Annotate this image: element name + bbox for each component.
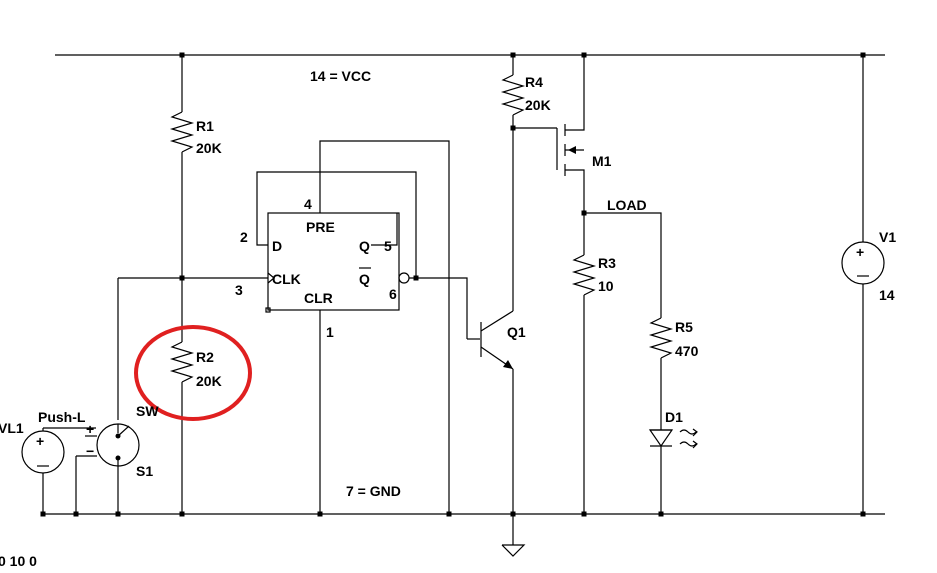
resistor-r5[interactable]: R5 470 [648, 317, 699, 430]
ff-pin-d: 2 [240, 229, 248, 245]
ff-pin-clk: 3 [235, 282, 243, 298]
s1-label: Push-L [38, 409, 86, 425]
r5-value: 470 [675, 343, 699, 359]
r3-value: 10 [598, 278, 614, 294]
pre-wire [319, 140, 450, 514]
r4-value: 20K [525, 97, 551, 113]
r1-ref: R1 [196, 118, 214, 134]
svg-text:+: + [86, 421, 94, 437]
ff-pre-label: PRE [306, 219, 335, 235]
transistor-q1[interactable]: Q1 [467, 55, 526, 557]
load-wire [584, 212, 662, 318]
ff-pin-clr: 1 [326, 324, 334, 340]
junction-dots [40, 52, 866, 517]
d1-ref: D1 [665, 409, 683, 425]
source-vl1[interactable]: + VL1 [0, 420, 96, 514]
switch-s1[interactable]: + − Push-L SW S1 [38, 403, 159, 514]
ff-pin-q: 5 [384, 238, 392, 254]
source-v1[interactable]: + V1 14 [841, 55, 896, 514]
resistor-r3[interactable]: R3 10 [571, 213, 616, 514]
svg-text:+: + [36, 433, 44, 449]
resistor-r4[interactable]: R4 20K [500, 74, 551, 128]
r5-ref: R5 [675, 319, 693, 335]
ff-q-label: Q [359, 238, 370, 254]
d-flipflop[interactable]: PRE CLR D CLK Q Q 4 2 3 1 5 6 [235, 196, 410, 340]
ff-clk-label: CLK [272, 271, 301, 287]
svg-text:+: + [856, 244, 864, 260]
load-label: LOAD [607, 197, 647, 213]
vl1-ref: VL1 [0, 420, 24, 436]
ff-pin-pre: 4 [304, 196, 312, 212]
m1-ref: M1 [592, 153, 612, 169]
resistor-r1[interactable]: R1 20K [169, 55, 222, 278]
mosfet-m1[interactable]: M1 [513, 55, 612, 213]
corner-text: 0 10 0 [0, 553, 37, 569]
s1-type: SW [136, 403, 159, 419]
qbar-wire [409, 277, 468, 339]
resistor-r2[interactable]: R2 20K [169, 278, 222, 514]
led-d1[interactable]: D1 [648, 409, 698, 514]
r2-ref: R2 [196, 349, 214, 365]
r4-ref: R4 [525, 74, 543, 90]
ff-d-label: D [272, 238, 282, 254]
q-stub-wire [371, 213, 398, 246]
r2-value: 20K [196, 373, 222, 389]
s1-ref: S1 [136, 463, 153, 479]
svg-text:−: − [86, 443, 94, 459]
r3-ref: R3 [598, 255, 616, 271]
gnd-note: 7 = GND [346, 483, 401, 499]
v1-value: 14 [879, 287, 895, 303]
vcc-note: 14 = VCC [310, 68, 371, 84]
ff-qbar-label: Q [359, 271, 370, 287]
q1-ref: Q1 [507, 324, 526, 340]
ff-clr-label: CLR [304, 290, 333, 306]
v1-ref: V1 [879, 229, 896, 245]
r1-value: 20K [196, 140, 222, 156]
ff-pin-qbar: 6 [389, 286, 397, 302]
d-feedback-wire [256, 171, 417, 278]
highlight-circle [134, 325, 252, 421]
